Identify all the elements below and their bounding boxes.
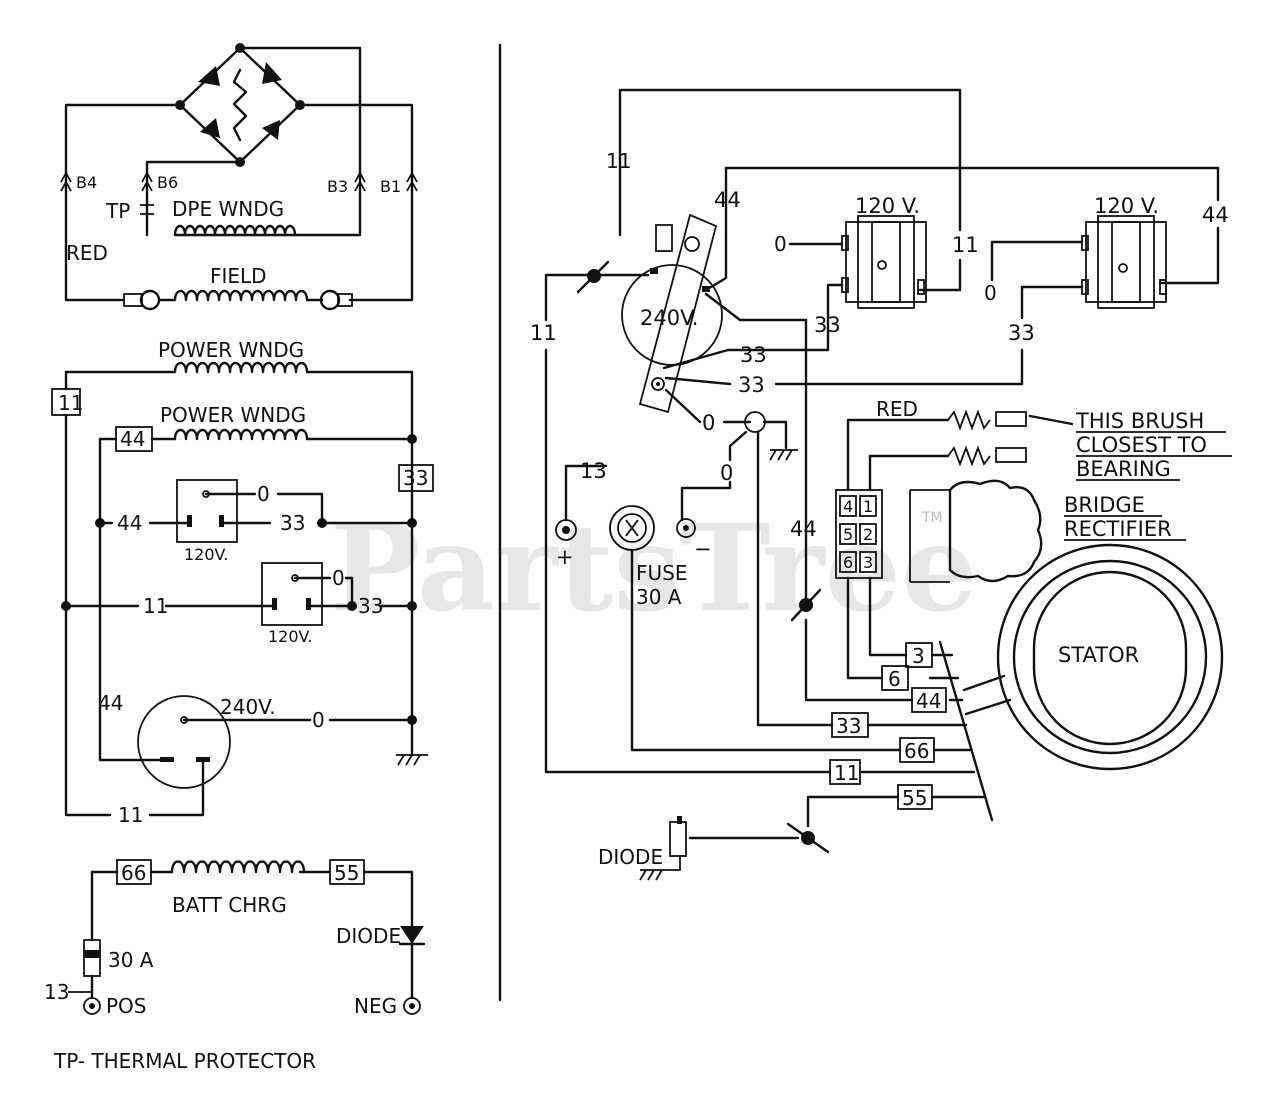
label-field: FIELD [210,264,267,288]
tag-33: 33 [836,714,861,738]
label-240v: 240V. [640,306,698,330]
wire-33-b: 33 [358,594,383,618]
stator [996,543,1224,771]
wire-44-c: 44 [98,691,123,715]
terminal-6: 6 [843,553,853,572]
label-120v-b: 120V. [268,627,313,646]
label-b6: B6 [157,173,178,192]
box-55: 55 [334,861,359,885]
terminal-5: 5 [843,525,853,544]
diode-part [639,816,687,881]
wire-44-lower: 44 [790,517,817,541]
battery-charge-coil [170,860,306,874]
label-b1: B1 [380,177,401,196]
wire-33-2: 33 [1008,321,1035,345]
tag-55: 55 [902,786,927,810]
tag-3: 3 [912,644,925,668]
label-power-wndg-1: POWER WNDG [158,338,304,362]
wire-13: 13 [580,459,607,483]
label-power-wndg-2: POWER WNDG [160,403,306,427]
field-coil [173,289,309,302]
wire-11-b: 11 [143,594,168,618]
terminal-1: 1 [863,497,873,516]
tag-6: 6 [888,667,901,691]
label-pos: POS [106,994,147,1018]
label-plus: + [556,545,574,569]
wire-33-a: 33 [280,511,305,535]
label-240v: 240V. [220,695,276,719]
label-fuse-rating: 30 A [636,585,682,609]
dpe-winding-coil [173,224,297,237]
wire-44-right: 44 [1202,203,1229,227]
connector-plug-3 [786,822,830,854]
label-neg: NEG [354,994,397,1018]
label-batt-chrg: BATT CHRG [172,893,287,917]
connector-plug-1 [576,260,610,294]
diode-symbol [400,926,424,944]
label-red-brush: RED [876,397,918,421]
box-33: 33 [403,466,428,490]
brush-note-3: BEARING [1076,457,1171,481]
label-fuse-30a: 30 A [108,948,154,972]
legend-note: TP- THERMAL PROTECTOR [53,1049,316,1073]
label-120v-1: 120 V. [855,194,920,218]
label-b3: B3 [327,177,348,196]
tag-44: 44 [916,689,941,713]
bridge-rectifier-body [948,479,1043,583]
wire-0-mid: 0 [984,281,997,305]
tag-66: 66 [904,739,929,763]
label-rectifier: RECTIFIER [1064,517,1172,541]
bridge-rectifier-symbol [175,43,305,167]
pictorial-panel: 11 44 44 120 V. 0 33 11 120 [530,88,1232,881]
wire-44-top: 44 [714,188,741,212]
ground-symbol [396,754,428,766]
label-tp: TP [105,199,130,223]
power-winding-coil-1 [173,361,309,374]
label-120v-2: 120 V. [1094,194,1159,218]
schematic-panel: B4 B6 B3 B1 TP DPE WNDG RED FIELD POWER … [44,43,434,1018]
receptacle-120v-2 [1081,215,1167,309]
wire-11-c: 11 [118,803,143,827]
wire-0-a: 0 [257,482,270,506]
box-11: 11 [58,391,83,415]
box-44: 44 [120,427,145,451]
label-minus: − [694,537,712,561]
wire-0-low: 0 [720,461,733,485]
label-diode-part: DIODE [598,845,663,869]
brush-note-2: CLOSEST TO [1076,433,1207,457]
label-fuse: FUSE [636,561,687,585]
wire-44-a: 44 [117,511,142,535]
wire-11-top: 11 [606,149,631,173]
label-bridge: BRIDGE [1064,493,1145,517]
terminal-3: 3 [863,553,873,572]
wire-0-top: 0 [774,232,787,256]
connector-plug-2 [790,588,822,622]
connector-arrows [60,171,418,192]
wire-0-b: 0 [332,566,345,590]
wire-33-3: 33 [740,343,767,367]
watermark-tm: TM [921,510,943,526]
wire-0-c: 0 [312,708,325,732]
label-120v-a: 120V. [184,545,229,564]
box-66: 66 [121,861,146,885]
tag-11: 11 [834,761,859,785]
wire-33-4: 33 [738,373,765,397]
wire-tags [829,642,947,810]
terminal-block [835,489,883,579]
label-diode: DIODE [336,924,401,948]
terminal-4: 4 [843,497,853,516]
power-winding-coil-2 [173,428,309,441]
label-dpe-wndg: DPE WNDG [172,197,284,221]
label-red: RED [66,241,108,265]
label-stator: STATOR [1058,643,1139,667]
terminal-2: 2 [863,525,873,544]
wire-11-mid: 11 [952,233,979,257]
wire-0-ground: 0 [702,411,715,435]
label-13: 13 [44,980,69,1004]
brush-note-1: THIS BRUSH [1075,409,1204,433]
wire-11-left: 11 [530,321,557,345]
label-b4: B4 [76,173,97,192]
receptacle-120v-1 [841,215,927,309]
